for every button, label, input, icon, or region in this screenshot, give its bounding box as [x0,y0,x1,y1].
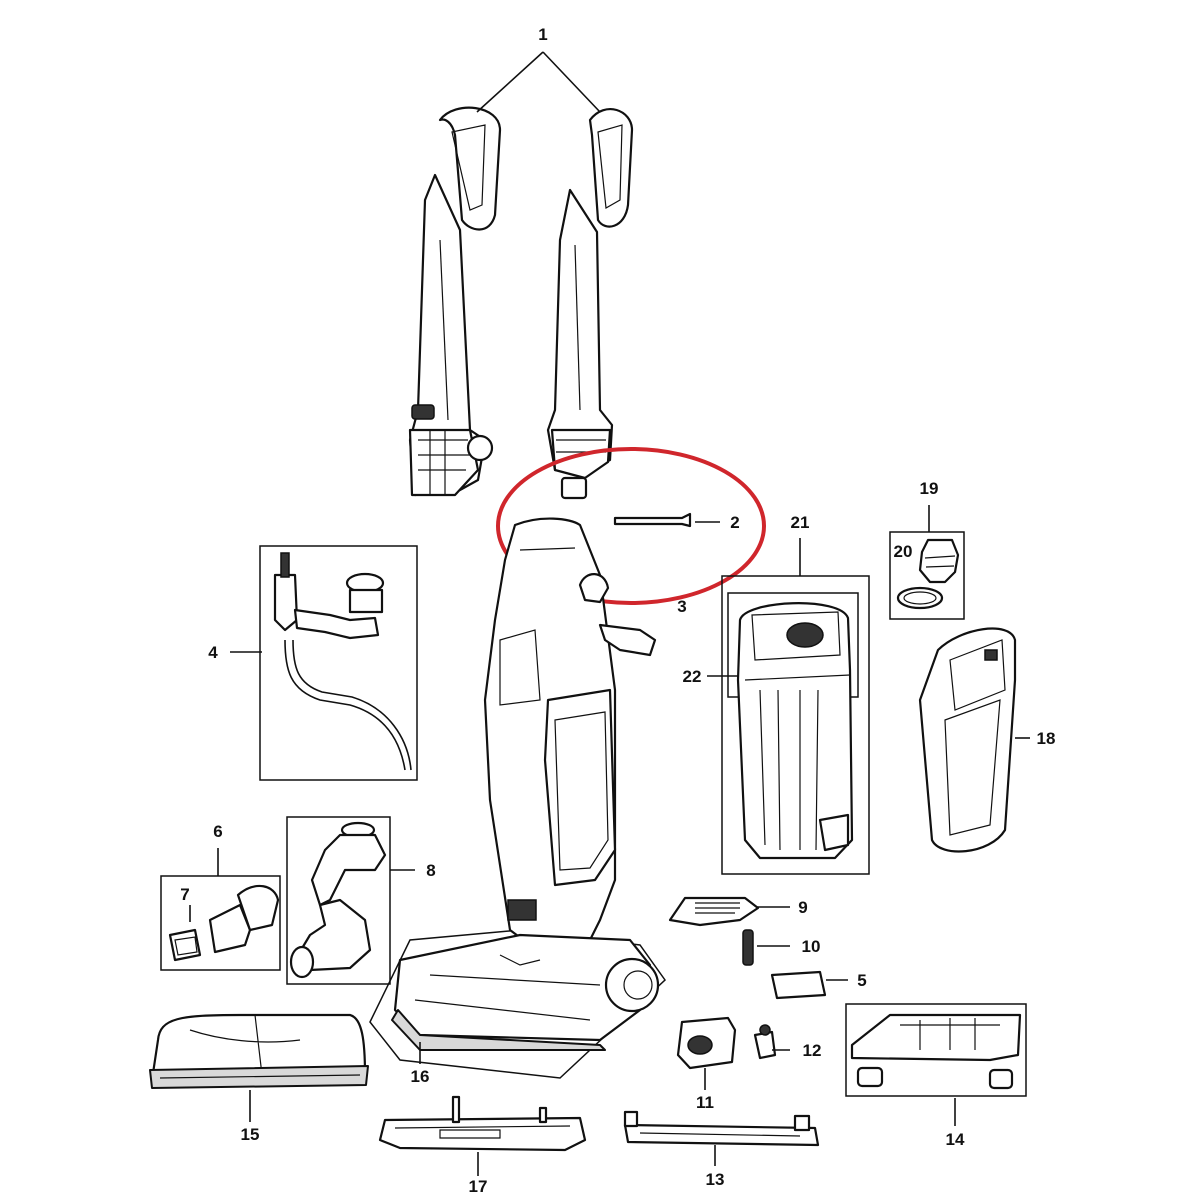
callout-13: 13 [706,1170,725,1189]
part-5-filter-pad [770,970,827,1000]
part-13-bottom-plate [623,1110,820,1147]
callout-17: 17 [469,1177,488,1196]
part-8-box [286,816,391,985]
part-4-box [259,545,418,781]
part-18-cover [918,627,1017,853]
part-16-main-body [369,517,666,1079]
leader-lines [189,51,1030,1176]
highlight-circle [496,447,766,605]
callout-8: 8 [426,861,435,880]
part-19-box [889,531,965,620]
part-10-spring [742,929,754,966]
part-12-valve [753,1024,777,1060]
callout-4: 4 [208,643,218,662]
callout-19: 19 [920,479,939,498]
callout-6: 6 [213,822,222,841]
part-21-box [721,575,870,875]
part-21-tank [736,602,854,860]
part-15-nozzle-cover [149,1013,369,1089]
callout-10: 10 [802,937,821,956]
part-2-pin [613,512,692,528]
callout-21: 21 [791,513,810,532]
callout-7: 7 [180,885,189,904]
part-6-duct [208,884,280,954]
part-11-pump [676,1016,737,1070]
part-8-hose [289,821,387,979]
part-20-cap [896,538,960,610]
part-7-filter [168,928,202,962]
callout-15: 15 [241,1125,260,1144]
callout-20: 20 [894,542,913,561]
callout-9: 9 [798,898,807,917]
callout-16: 16 [411,1067,430,1086]
callout-2: 2 [730,513,739,532]
callout-3: 3 [677,597,686,616]
part-9-grill [668,896,760,927]
callout-18: 18 [1037,729,1056,748]
callout-5: 5 [857,971,866,990]
part-6-box [160,875,281,971]
callout-12: 12 [803,1041,822,1060]
callout-1: 1 [538,25,547,44]
part-14-motor-plate [850,1013,1022,1090]
callout-11: 11 [696,1093,714,1112]
part-1-handle-assembly [408,106,634,500]
callout-14: 14 [946,1130,965,1149]
part-14-box [845,1003,1027,1097]
part-17-tray [378,1095,587,1152]
part-4-pump-hose [273,552,412,771]
callout-22: 22 [683,667,702,686]
